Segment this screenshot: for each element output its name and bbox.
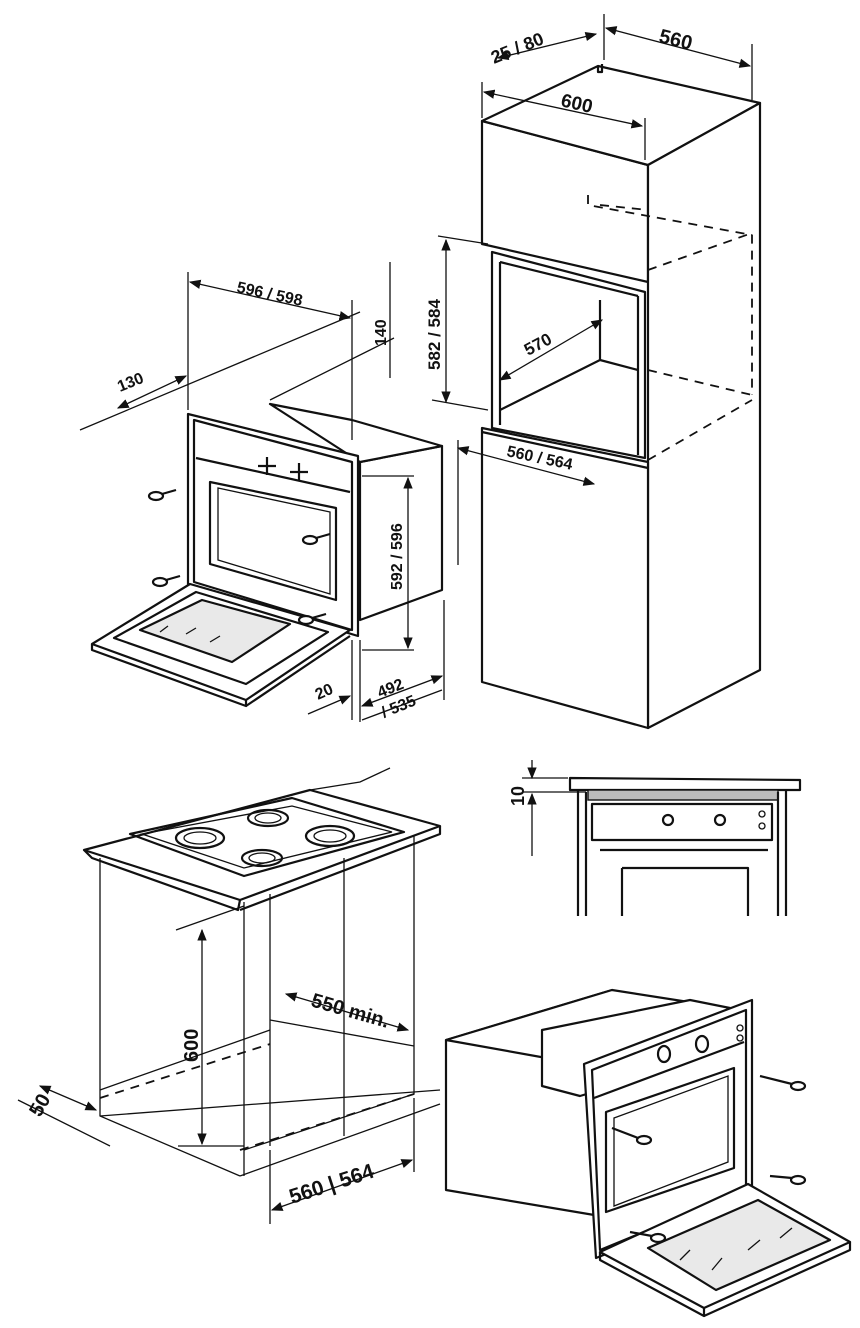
screw-icon [611, 1126, 653, 1146]
undercounter-dimensions: 600 550 min. 50 560 | 564 [17, 905, 415, 1224]
built-in-oven [90, 402, 444, 708]
dim-cab-niche-height: 582 / 584 [425, 299, 444, 370]
burner-icon [246, 808, 290, 828]
dim-undercounter-width: 560 | 564 [286, 1160, 377, 1209]
dim-oven-height: 592 / 596 [389, 523, 406, 590]
burner-icon [240, 848, 284, 868]
dim-oven-side: 130 [115, 370, 146, 396]
dim-undercounter-min-depth: 550 min. [309, 990, 392, 1033]
knob-icon [694, 1034, 710, 1054]
screw-icon [769, 1174, 807, 1186]
knob-icon [656, 1044, 672, 1064]
screw-icon [301, 532, 331, 546]
tall-cabinet [480, 64, 762, 730]
dim-oven-front: 20 [313, 681, 336, 704]
dim-undercounter-height: 600 [181, 1029, 203, 1062]
screw-icon [147, 488, 177, 502]
undercounter-cabinet [82, 767, 442, 1177]
screw-icon [759, 1074, 807, 1092]
burner-icon [174, 826, 226, 850]
dim-oven-gap-top: 140 [373, 319, 390, 346]
undercounter-detail: 10 [508, 760, 802, 916]
screw-icon [297, 612, 327, 626]
dim-undercounter-gap: 10 [508, 786, 528, 806]
screw-icon [151, 574, 181, 588]
dim-cab-depth: 560 [657, 26, 695, 55]
dim-oven-width: 596 / 598 [235, 279, 304, 310]
screw-icon [629, 1230, 667, 1244]
oven-in-cabinet [444, 988, 852, 1318]
oven-dimensions: 596 / 598 140 130 592 / 596 20 492 / 535 [79, 262, 445, 722]
burner-icon [304, 824, 356, 848]
dim-cab-top-depth: 25 / 80 [488, 29, 547, 68]
